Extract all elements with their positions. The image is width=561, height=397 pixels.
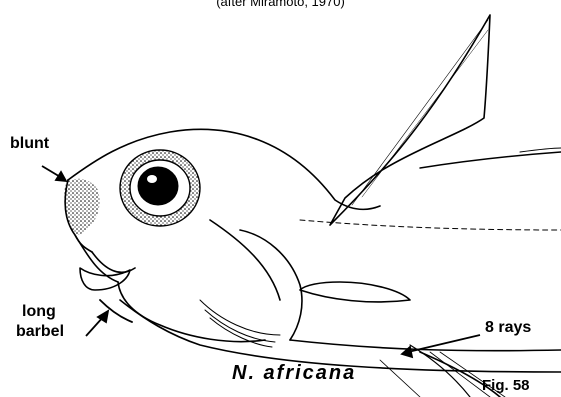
figure-number: Fig. 58 bbox=[482, 377, 530, 394]
barbel-label: barbel bbox=[16, 324, 64, 340]
pectoral-fin bbox=[300, 282, 410, 302]
dorsal-fin bbox=[330, 15, 490, 225]
lateral-line bbox=[300, 220, 561, 230]
back-outline bbox=[68, 129, 380, 209]
long-label: long bbox=[22, 304, 56, 320]
blunt-label: blunt bbox=[10, 136, 49, 152]
rays-label: 8 rays bbox=[485, 320, 531, 336]
eye bbox=[120, 150, 200, 226]
lower-jaw bbox=[80, 268, 130, 290]
species-name: N. africana bbox=[232, 362, 356, 385]
opercle bbox=[118, 282, 265, 342]
